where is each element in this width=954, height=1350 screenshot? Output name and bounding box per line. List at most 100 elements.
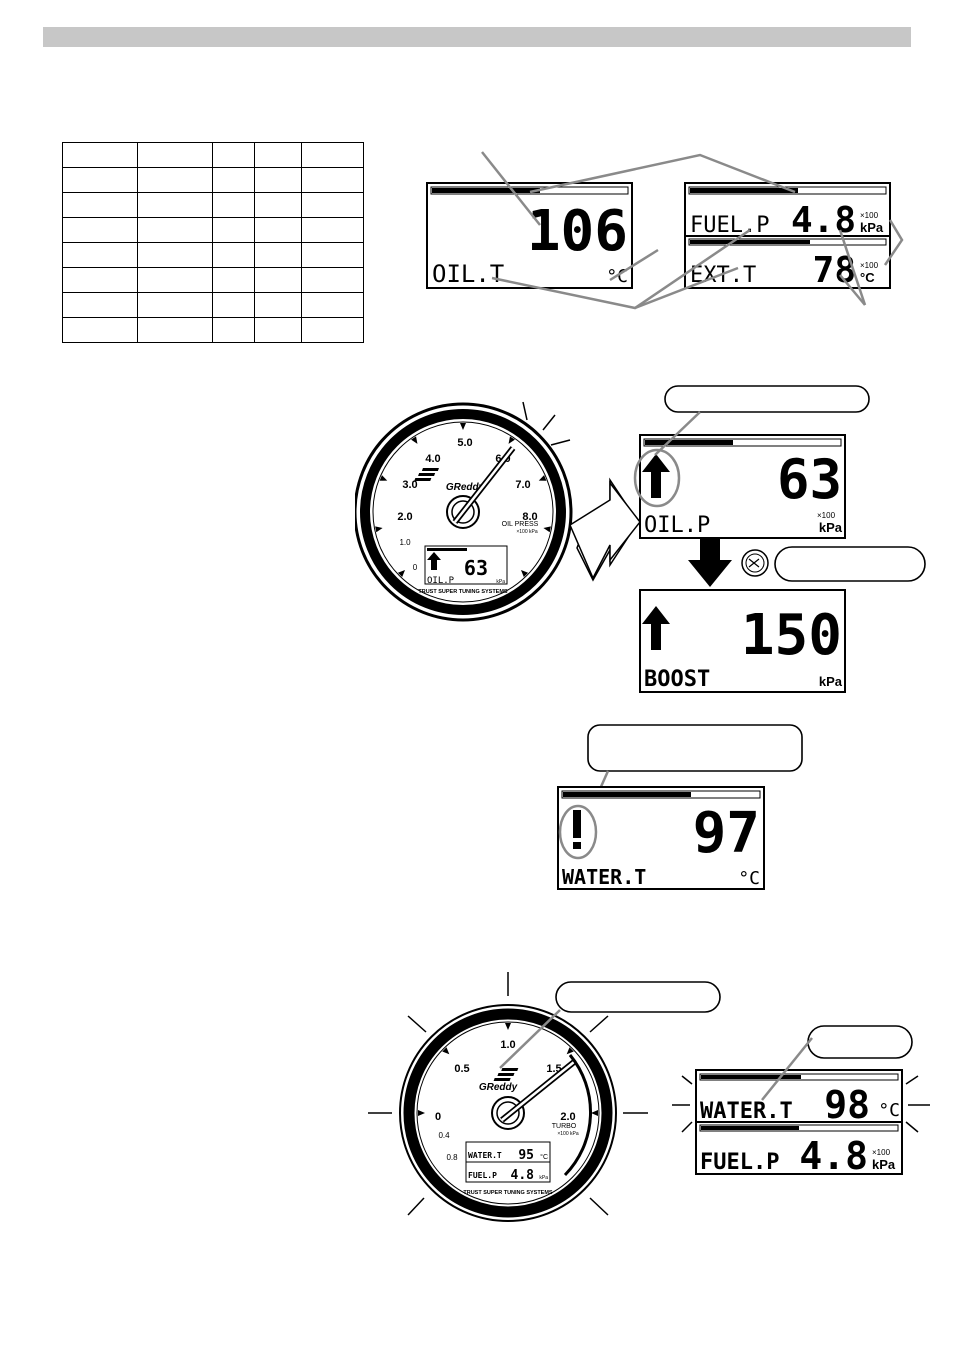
tick-0: 0 — [435, 1111, 441, 1123]
greddy-logo: GReddy — [479, 1068, 519, 1093]
svg-text:WATER.T: WATER.T — [468, 1151, 502, 1160]
tick-mark — [460, 423, 466, 430]
callout-peak-icon — [664, 385, 870, 413]
table-cell — [137, 167, 213, 193]
table-cell — [212, 242, 255, 268]
dual-top-mult: ×100 — [860, 211, 879, 220]
flash-top-label: WATER.T — [700, 1099, 793, 1124]
tick-3: 3.0 — [402, 479, 417, 491]
table-cell — [212, 167, 255, 193]
table-cell — [212, 267, 255, 293]
up-arrow-icon — [642, 454, 670, 498]
flash-bottom-label: FUEL.P — [700, 1150, 779, 1175]
tick-mark — [520, 569, 529, 578]
tick-mark — [505, 1023, 511, 1030]
tick-0-5: 0.5 — [454, 1063, 469, 1075]
table-row — [62, 317, 364, 343]
leader-line — [839, 274, 866, 306]
table-cell — [254, 242, 302, 268]
screen-b-value: 150 — [741, 603, 842, 668]
scale-unit: ×100 kPa — [557, 1131, 578, 1137]
figure-peak-hold: 5.0 4.0 6.0 3.0 7.0 2.0 8.0 1.0 0 GReddy… — [355, 385, 926, 693]
table-cell — [62, 192, 138, 218]
screen-b-label: BOOST — [644, 667, 710, 692]
table-cell — [301, 267, 364, 293]
warning-label: WATER.T — [562, 865, 646, 889]
tick-2-0: 2.0 — [560, 1111, 575, 1123]
flash-bottom-mult: ×100 — [872, 1148, 891, 1157]
svg-text:GReddy: GReddy — [446, 482, 485, 493]
tick-mark — [543, 526, 551, 533]
leader-line — [499, 1009, 561, 1069]
table-cell — [62, 292, 138, 318]
leader-line — [529, 153, 796, 194]
flash-bottom-value: 4.8 — [799, 1134, 868, 1178]
tick-mark — [411, 436, 418, 444]
svg-text:95: 95 — [518, 1148, 534, 1163]
table-cell — [301, 317, 364, 343]
gauge-mini-screen: WATER.T 95 °C FUEL.P 4.8 kPa — [465, 1141, 551, 1183]
greddy-logo: GReddy — [414, 468, 485, 493]
tick-1: 1.0 — [399, 538, 411, 547]
table-cell — [254, 292, 302, 318]
leader-line — [481, 151, 541, 226]
single-value: 106 — [527, 199, 628, 264]
table-row — [62, 267, 364, 293]
tick-5: 5.0 — [457, 437, 472, 449]
tick-8: 8.0 — [522, 511, 537, 523]
table-cell — [137, 192, 213, 218]
table-cell — [301, 192, 364, 218]
tick-2: 2.0 — [397, 511, 412, 523]
table-cell — [254, 167, 302, 193]
tick-mark — [591, 1110, 598, 1116]
svg-text:°C: °C — [540, 1153, 548, 1161]
dual-display: FUEL.P 4.8 ×100 kPa EXT.T 78 ×100 °C — [684, 182, 891, 291]
callout-screen — [807, 1025, 913, 1059]
svg-text:GReddy: GReddy — [479, 1082, 518, 1093]
tick-0: 0 — [413, 563, 418, 572]
tick-0-8: 0.8 — [446, 1153, 458, 1162]
table-cell — [254, 267, 302, 293]
single-label: OIL.T — [432, 260, 504, 288]
dual-top-value: 4.8 — [791, 200, 856, 241]
down-arrow-icon — [688, 538, 732, 587]
table-cell — [212, 217, 255, 243]
svg-text:4.8: 4.8 — [511, 1168, 535, 1183]
table-cell — [212, 292, 255, 318]
dual-bottom-mult: ×100 — [860, 261, 879, 270]
data-table — [62, 142, 364, 343]
tick-4: 4.0 — [425, 453, 440, 465]
table-cell — [137, 142, 213, 168]
turbo-gauge: 1.0 0.5 1.5 0 2.0 0.4 0.8 GReddy TURBO ×… — [368, 972, 648, 1222]
table-cell — [137, 267, 213, 293]
table-cell — [254, 317, 302, 343]
scale-name: TURBO — [552, 1123, 577, 1130]
tick-mark — [375, 526, 383, 533]
svg-text:OIL.P: OIL.P — [427, 576, 455, 586]
leader-line — [634, 266, 739, 310]
gauge-ticks — [375, 423, 551, 578]
up-arrow-icon — [642, 606, 670, 650]
table-row — [62, 142, 364, 168]
table-cell — [62, 142, 138, 168]
table-cell — [62, 242, 138, 268]
table-cell — [62, 267, 138, 293]
flash-screen: WATER.T 98 °C FUEL.P 4.8 ×100 kPa — [672, 1069, 930, 1178]
tick-mark — [397, 569, 406, 578]
callout-button — [774, 546, 926, 582]
tick-7: 7.0 — [515, 479, 530, 491]
svg-text:kPa: kPa — [496, 579, 505, 585]
screen-b-unit: kPa — [819, 674, 843, 689]
tick-1-0: 1.0 — [500, 1039, 515, 1051]
dual-top-unit: kPa — [860, 220, 884, 235]
scale-name: OIL PRESS — [502, 521, 539, 528]
warning-value: 97 — [693, 801, 760, 866]
figure-warning: 97 WATER.T °C — [557, 724, 803, 890]
gauge-mini-screen: 63 OIL.P kPa — [424, 545, 508, 586]
tick-mark — [379, 475, 388, 481]
tick-mark — [442, 1047, 450, 1055]
tick-mark — [418, 1110, 425, 1116]
peak-screen-b: 150 BOOST kPa — [639, 589, 846, 693]
table-cell — [254, 142, 302, 168]
table-row — [62, 292, 364, 318]
